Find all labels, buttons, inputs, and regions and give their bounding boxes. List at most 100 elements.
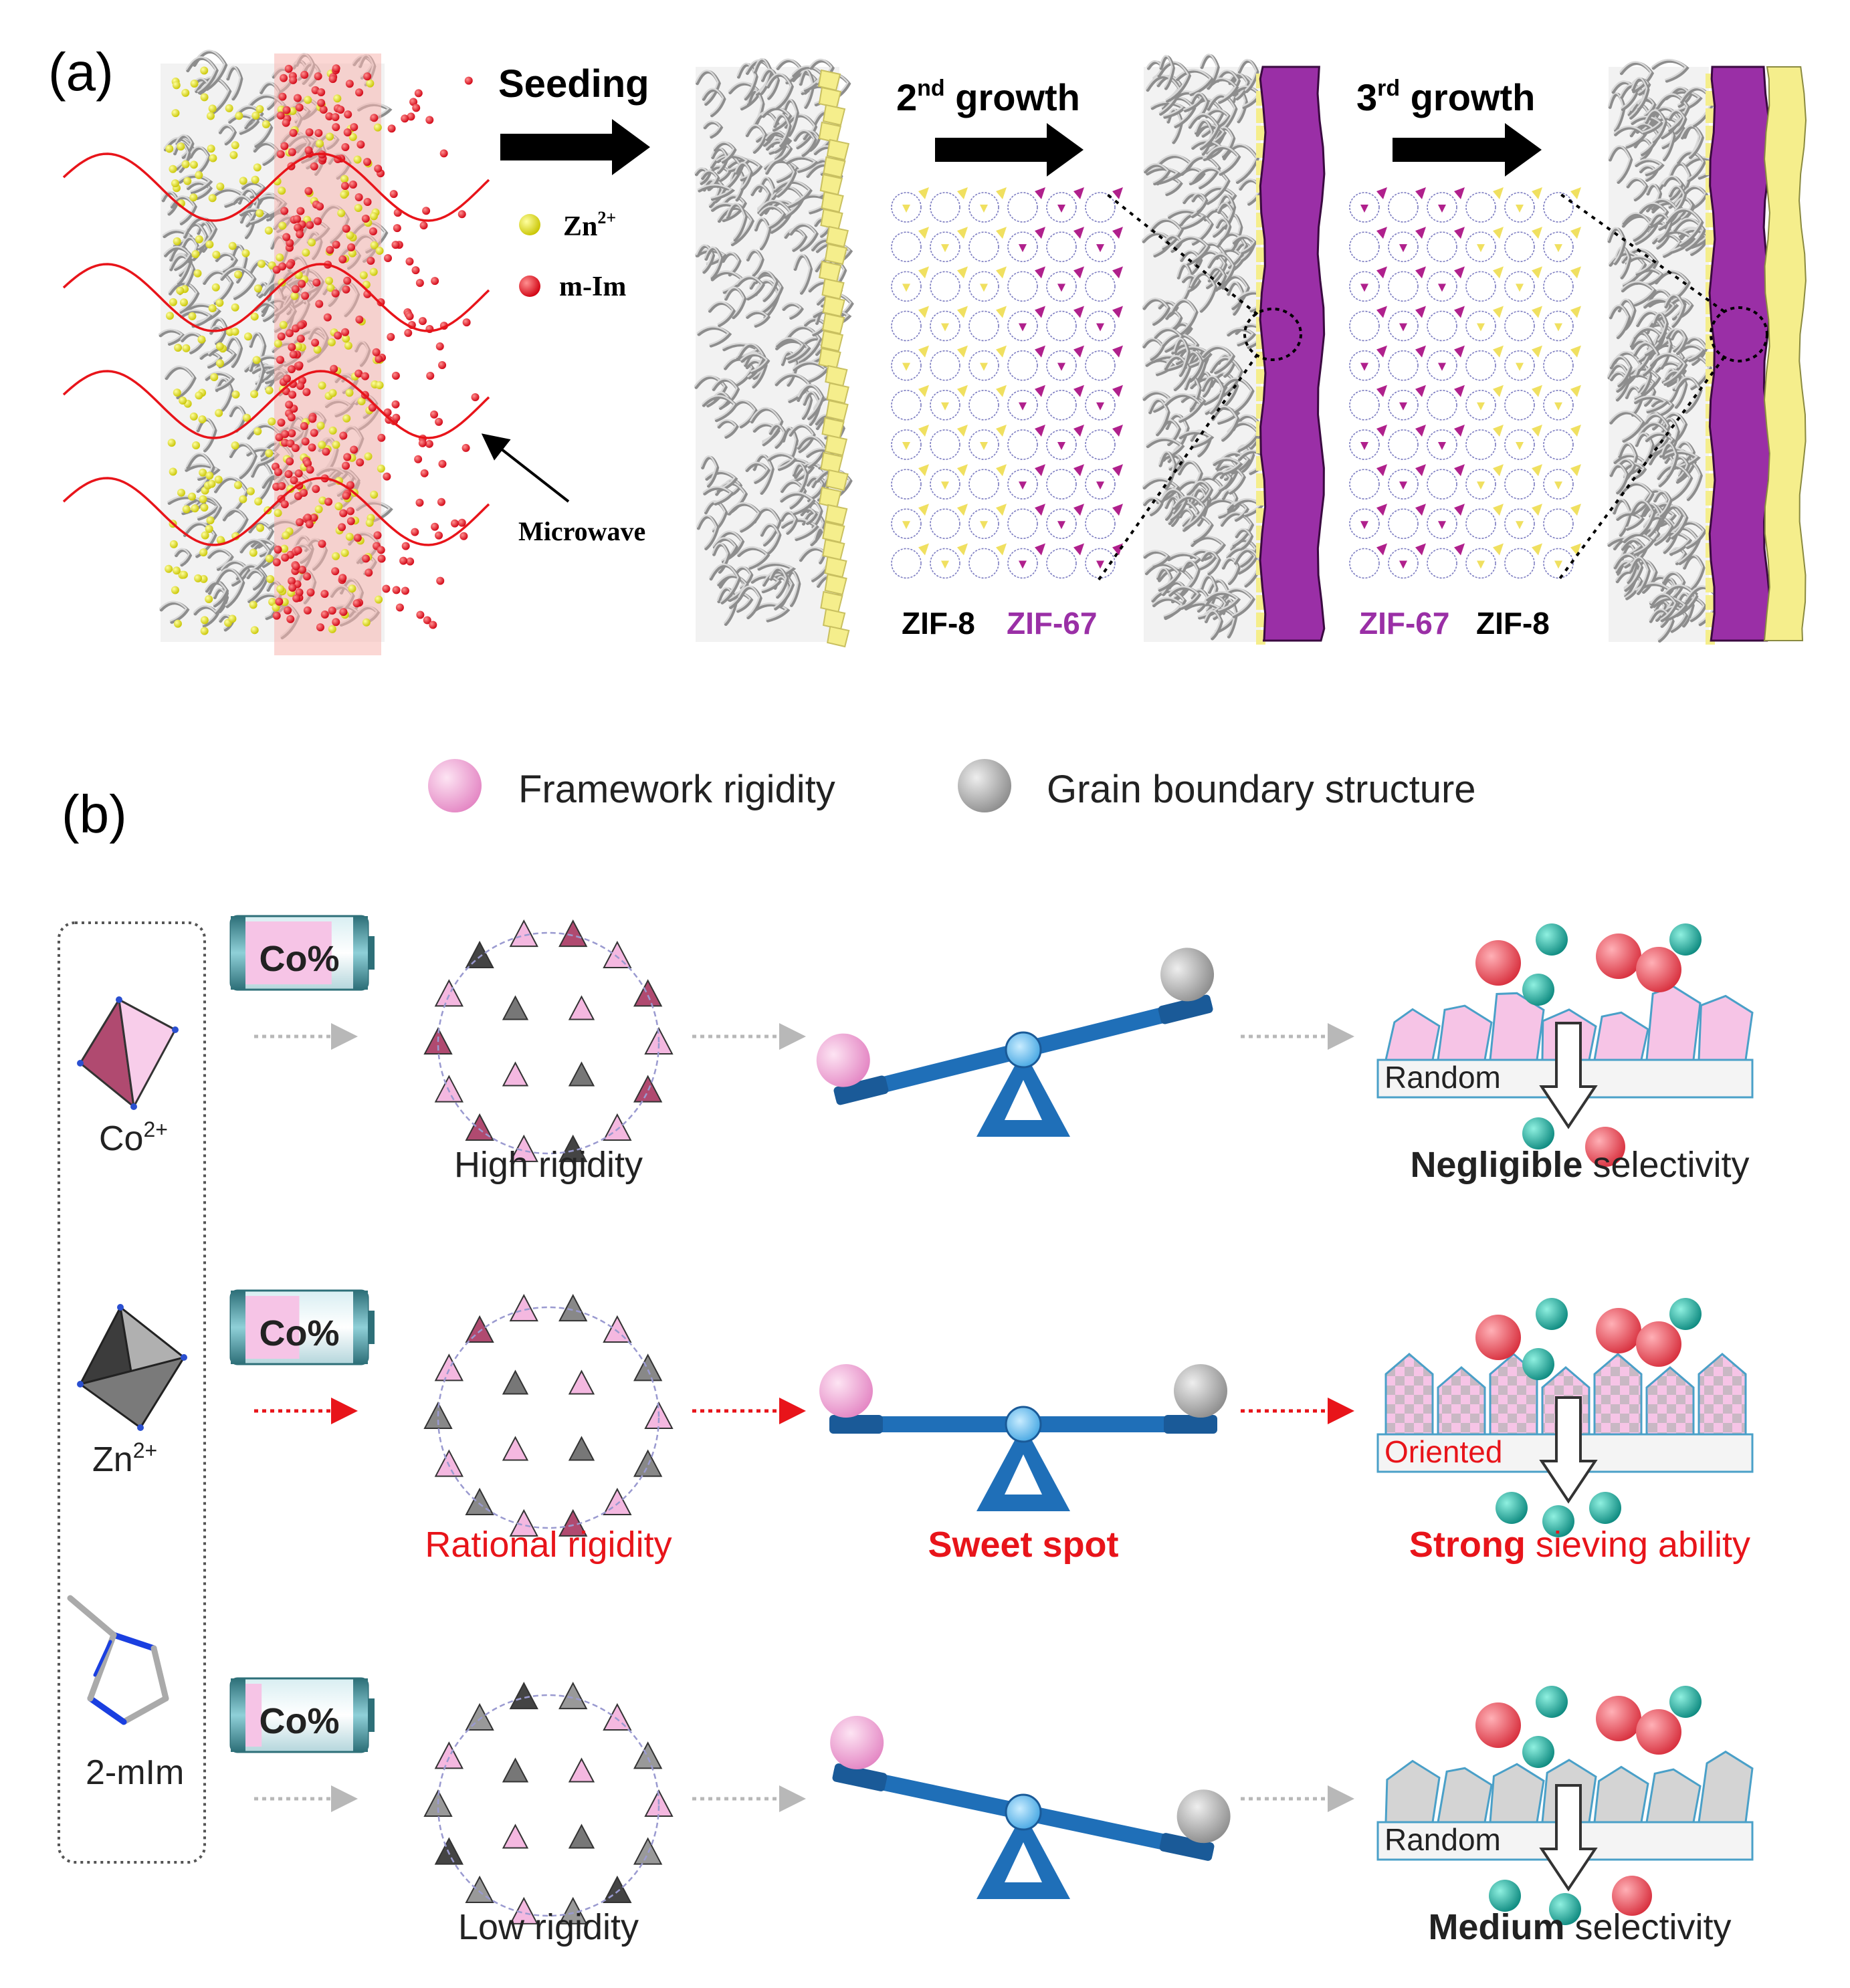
- lattice-pore: [968, 231, 999, 262]
- zn-dot: [268, 417, 276, 426]
- seesaw-seat-left: [833, 1075, 889, 1105]
- lattice-pore: [1085, 310, 1116, 342]
- mim-dot: [352, 599, 361, 608]
- zn-ion-label: Zn2+: [92, 1438, 157, 1479]
- pore-wall: [185, 463, 221, 481]
- mim-dot: [367, 256, 375, 265]
- lattice-node: [1399, 402, 1407, 411]
- lattice-node: [1454, 504, 1465, 516]
- lattice-node: [1096, 402, 1104, 411]
- lattice-node: [1493, 464, 1504, 477]
- battery-label: Co%: [260, 1313, 340, 1353]
- zn-dot: [190, 79, 199, 88]
- zif8-label-left: ZIF-8: [902, 606, 975, 641]
- pore-wall: [167, 495, 207, 516]
- pore-wall: [1651, 593, 1679, 623]
- pore-highlight: [754, 217, 769, 249]
- permeated-small-molecule: [1589, 1492, 1621, 1524]
- lattice-pore: [1085, 548, 1116, 579]
- zn-dot: [302, 248, 310, 257]
- mim-dot: [341, 328, 350, 336]
- cage-inner-tetrahedron: [568, 1369, 595, 1395]
- zn-dot: [214, 475, 223, 484]
- lattice-node: [1454, 464, 1465, 477]
- pore-wall: [1668, 370, 1688, 409]
- mim-dot: [437, 498, 445, 506]
- pore-wall: [746, 249, 764, 277]
- pore-highlight: [702, 485, 732, 504]
- lattice-node: [1073, 227, 1084, 239]
- pore-highlight: [215, 377, 232, 410]
- pore-highlight: [1181, 560, 1199, 587]
- pore-wall: [1189, 352, 1207, 384]
- pore-wall: [775, 339, 811, 364]
- pore-wall: [1661, 505, 1689, 540]
- pore-highlight: [214, 252, 236, 271]
- lattice-node: [957, 187, 968, 199]
- lattice-pore: [930, 508, 960, 540]
- pore-highlight: [1204, 108, 1229, 128]
- lattice-pore: [968, 389, 999, 421]
- lattice-node: [996, 464, 1007, 477]
- lattice-node: [1415, 187, 1426, 199]
- pore-highlight: [1221, 598, 1237, 637]
- pore-highlight: [1631, 77, 1648, 109]
- lattice-node: [918, 266, 929, 279]
- lattice-pore: [968, 469, 999, 500]
- pore-highlight: [1173, 235, 1209, 263]
- lattice-pore: [1465, 389, 1496, 421]
- pore-wall: [712, 543, 731, 574]
- lattice-node: [1454, 227, 1465, 239]
- pore-wall: [1631, 116, 1664, 136]
- zn-dot: [229, 150, 238, 159]
- lattice-node: [957, 464, 968, 477]
- zn-dot: [249, 600, 258, 609]
- mim-dot: [435, 531, 443, 540]
- lattice-pore: [1465, 192, 1496, 223]
- sweet-spot-label: Sweet spot: [928, 1525, 1118, 1565]
- pore-highlight: [228, 405, 245, 431]
- zn-dot: [251, 111, 260, 120]
- lattice-pore: [930, 350, 960, 381]
- pore-highlight: [1167, 209, 1204, 228]
- pore-highlight: [779, 491, 814, 514]
- lattice-pore: [1427, 350, 1457, 381]
- pore-wall: [789, 424, 816, 453]
- lattice-node: [996, 384, 1007, 397]
- mim-dot: [406, 557, 415, 566]
- mim-dot: [304, 459, 312, 468]
- pore-wall: [1653, 312, 1669, 343]
- mim-dot: [296, 230, 304, 239]
- pore-highlight: [245, 569, 264, 588]
- pore-wall: [1143, 497, 1164, 517]
- seed-crystal: [819, 173, 843, 196]
- pore-highlight: [1630, 115, 1661, 133]
- pore-wall: [226, 66, 243, 101]
- zn-dot: [377, 464, 385, 473]
- lattice-pore: [1085, 231, 1116, 262]
- pore-highlight: [1192, 167, 1229, 203]
- zn-dot: [365, 518, 374, 527]
- pore-highlight: [775, 337, 804, 358]
- mim-dot: [306, 221, 314, 229]
- large-molecule: [1636, 1709, 1681, 1755]
- lattice-node: [980, 284, 988, 292]
- pore-highlight: [784, 325, 821, 362]
- mim-dot: [280, 500, 289, 509]
- lattice-pore: [1388, 389, 1419, 421]
- cage-tetrahedron: [434, 1837, 464, 1865]
- pore-wall: [1156, 568, 1174, 596]
- lattice-node: [1073, 464, 1084, 477]
- mim-dot: [377, 554, 386, 563]
- zn-dot: [272, 603, 280, 612]
- zn-dot: [340, 548, 349, 557]
- pore-wall: [754, 270, 779, 302]
- pore-wall: [1206, 498, 1241, 519]
- zn-dot: [342, 414, 351, 423]
- lattice-pore: [891, 389, 922, 421]
- zn-dot: [177, 488, 185, 497]
- pore-wall: [215, 378, 234, 412]
- mim-dot: [311, 338, 320, 347]
- zn-dot: [179, 397, 187, 405]
- cage-tetrahedron: [603, 1875, 632, 1904]
